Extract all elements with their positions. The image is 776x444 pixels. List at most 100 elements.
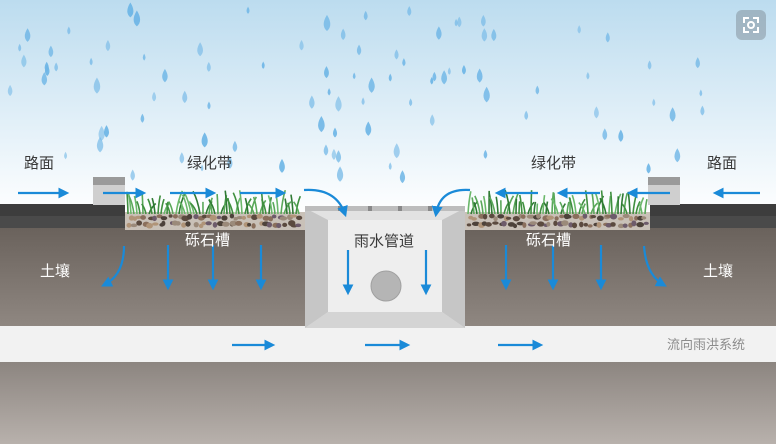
gravel-stone xyxy=(636,222,645,228)
gravel-stone xyxy=(565,214,572,219)
gravel-stone xyxy=(256,213,263,219)
gravel-stone xyxy=(216,215,222,220)
label-green-belt-right: 绿化带 xyxy=(531,154,577,172)
raindrop-icon xyxy=(201,132,208,148)
raindrop-icon xyxy=(361,97,365,106)
gravel-stone xyxy=(583,222,588,227)
gravel-stone xyxy=(221,215,228,221)
raindrop-icon xyxy=(429,114,435,126)
gravel-stone xyxy=(520,214,526,219)
gravel-stone xyxy=(579,221,584,228)
grass-blade xyxy=(188,201,195,215)
grass-blade xyxy=(474,195,481,215)
gravel-stone xyxy=(522,222,527,228)
raindrop-icon xyxy=(93,77,101,94)
grate xyxy=(305,206,465,211)
grass-blade xyxy=(225,197,234,215)
grass-blade xyxy=(506,195,515,215)
raindrop-icon xyxy=(524,110,529,120)
raindrop-icon xyxy=(577,25,581,34)
grass-blade xyxy=(244,197,249,215)
raindrop-icon xyxy=(593,106,599,119)
label-green-belt-left: 绿化带 xyxy=(187,154,233,172)
gravel-stone xyxy=(572,213,580,219)
expand-button[interactable] xyxy=(736,10,766,40)
grass-blade xyxy=(620,193,624,215)
grass-blade xyxy=(550,198,559,215)
label-gravel-right: 砾石槽 xyxy=(526,231,572,249)
gravel-stone xyxy=(561,220,569,226)
gravel-stone xyxy=(590,214,597,219)
raindrop-icon xyxy=(18,43,22,52)
grass-blade xyxy=(482,195,487,215)
raindrop-icon xyxy=(127,2,134,18)
gravel-stone xyxy=(140,215,147,220)
raindrop-icon xyxy=(480,15,486,27)
pipe-outlet xyxy=(371,271,401,301)
gravel-stone xyxy=(482,213,488,220)
gravel-stone xyxy=(485,222,492,227)
gravel-stone xyxy=(513,223,518,229)
grass-blade xyxy=(521,201,526,215)
grass-blade xyxy=(227,197,231,215)
raindrop-icon xyxy=(246,6,250,14)
gravel-stone xyxy=(643,221,649,225)
grass-blade xyxy=(488,193,493,215)
arrow-inlet-left xyxy=(303,188,348,218)
gravel-stone xyxy=(134,215,142,219)
raindrop-icon xyxy=(436,26,442,40)
grass-blade xyxy=(267,195,273,215)
raindrop-icon xyxy=(586,72,590,80)
raindrop-icon xyxy=(323,144,329,156)
gravel-stone xyxy=(152,222,159,226)
gravel-stone xyxy=(296,215,303,221)
grass-blade xyxy=(178,200,186,215)
gravel-stone xyxy=(193,214,199,220)
label-soil-right: 土壤 xyxy=(703,262,734,280)
grass-blade xyxy=(519,194,523,215)
gravel-stone xyxy=(268,216,274,222)
expand-icon xyxy=(743,17,759,33)
gravel-stone xyxy=(609,213,618,220)
gravel-stone xyxy=(501,220,507,227)
gravel-stone xyxy=(634,215,639,221)
raindrop-icon xyxy=(402,58,406,67)
grass-blade xyxy=(467,191,472,215)
raindrop-icon xyxy=(207,101,211,110)
raindrop-icon xyxy=(695,57,700,69)
gravel-stone xyxy=(295,223,302,228)
gravel-stone xyxy=(559,214,565,219)
gravel-stone xyxy=(222,221,230,227)
gravel-stone xyxy=(505,216,512,220)
gravel-stone xyxy=(235,220,243,226)
gravel-stone xyxy=(526,214,535,219)
gravel-stone xyxy=(554,216,559,221)
raindrop-icon xyxy=(54,62,58,72)
gravel-stone xyxy=(622,223,628,228)
gravel-stone xyxy=(266,221,273,228)
gravel-stone xyxy=(146,222,153,229)
raindrop-icon xyxy=(324,66,329,79)
raindrop-icon xyxy=(232,140,238,153)
gravel-stone xyxy=(247,222,252,227)
raindrop-icon xyxy=(441,70,448,85)
grass-blade xyxy=(287,202,291,215)
grass-blade xyxy=(542,195,546,215)
grass-blade xyxy=(644,198,648,215)
raindrop-icon xyxy=(394,49,399,60)
grass-blade xyxy=(284,198,288,215)
raindrop-icon xyxy=(447,67,451,75)
deep-ground xyxy=(0,362,776,444)
gravel-stone xyxy=(241,215,247,220)
raindrop-icon xyxy=(331,148,337,160)
grass-blade xyxy=(608,195,612,215)
gravel-stone xyxy=(130,223,138,228)
gravel-stone xyxy=(546,221,551,227)
raindrop-icon xyxy=(261,61,265,69)
raindrop-icon xyxy=(457,16,462,28)
raindrop-icon xyxy=(206,61,211,72)
raindrop-icon xyxy=(535,85,540,95)
grass-blade xyxy=(518,201,521,215)
gravel-stone xyxy=(186,213,193,220)
gravel-stone xyxy=(493,216,498,222)
